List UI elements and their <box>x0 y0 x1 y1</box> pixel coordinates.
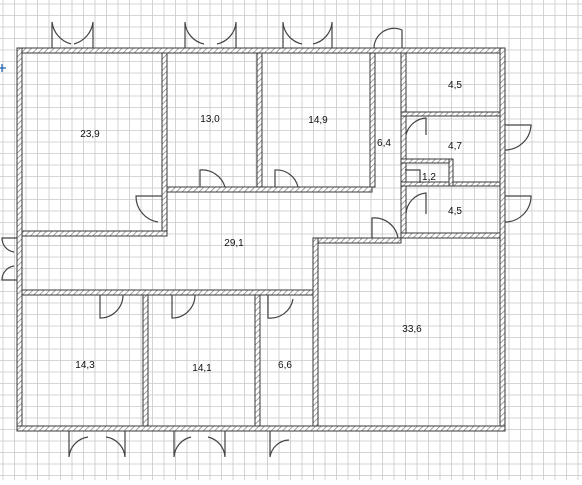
door-swing-icon <box>135 195 162 223</box>
wall-segment <box>400 52 407 239</box>
wall-segment <box>256 52 263 188</box>
room-area-label-corridor-upper: 6,4 <box>377 138 391 149</box>
room-area-label-room-i: 14,1 <box>192 363 212 374</box>
wall-segment <box>400 111 501 117</box>
doors <box>1 21 532 458</box>
wall-segment <box>400 158 454 164</box>
room-area-label-room-k: 33,6 <box>402 324 422 335</box>
walls <box>16 47 506 432</box>
door-swing-icon <box>274 169 299 188</box>
wall-segment <box>21 230 168 237</box>
wall-segment <box>448 158 454 187</box>
room-area-label-room-e: 4,7 <box>448 141 462 152</box>
wall-segment <box>369 52 376 188</box>
door-swing-icon <box>504 124 532 151</box>
door-swing-icon <box>68 431 89 458</box>
door-swing-icon <box>282 21 303 48</box>
room-area-label-room-j: 6,6 <box>278 360 292 371</box>
wall-segment <box>400 232 501 239</box>
door-swing-icon <box>216 21 237 48</box>
room-area-label-room-b: 13,0 <box>200 114 220 125</box>
door-swing-icon <box>371 217 399 239</box>
door-swing-icon <box>99 294 124 319</box>
wall-segment <box>16 425 506 432</box>
wall-segment <box>142 294 149 427</box>
door-swing-icon <box>504 195 532 223</box>
door-swing-icon <box>267 295 294 319</box>
door-swing-icon <box>312 21 333 48</box>
wall-segment <box>166 186 373 193</box>
door-swing-icon <box>171 294 196 319</box>
wall-segment <box>16 47 23 432</box>
room-area-label-room-g: 4,5 <box>448 206 462 217</box>
wall-segment <box>254 294 261 427</box>
door-swing-icon <box>373 27 403 49</box>
room-area-label-room-d: 4,5 <box>448 80 462 91</box>
room-area-label-hall: 29,1 <box>224 238 244 249</box>
door-swing-icon <box>51 21 72 48</box>
wall-segment <box>312 237 319 427</box>
door-swing-icon <box>105 431 126 458</box>
room-area-labels: 23,9 13,0 14,9 6,4 4,5 4,7 1,2 4,5 29,1 14,3 14,1 6… <box>75 80 462 374</box>
room-area-label-room-a: 23,9 <box>80 129 100 140</box>
wall-segment <box>317 237 402 244</box>
door-swing-icon <box>173 431 192 458</box>
door-swing-icon <box>405 192 427 215</box>
wall-segment <box>21 289 314 296</box>
wall-segment <box>16 47 506 54</box>
door-swing-icon <box>269 431 290 458</box>
cursor-marker-icon <box>0 64 6 72</box>
wall-segment <box>161 52 168 236</box>
wall-segment <box>499 47 506 432</box>
door-swing-icon <box>199 169 226 188</box>
door-swing-icon <box>184 21 205 48</box>
door-swing-icon <box>207 431 226 458</box>
door-swing-icon <box>1 237 17 253</box>
door-swing-icon <box>405 117 427 136</box>
room-area-label-room-f: 1,2 <box>422 172 436 183</box>
door-swing-icon <box>405 169 421 183</box>
door-swing-icon <box>1 265 17 281</box>
room-area-label-room-c: 14,9 <box>308 115 328 126</box>
room-area-label-room-h: 14,3 <box>75 360 95 371</box>
door-swing-icon <box>73 21 94 48</box>
